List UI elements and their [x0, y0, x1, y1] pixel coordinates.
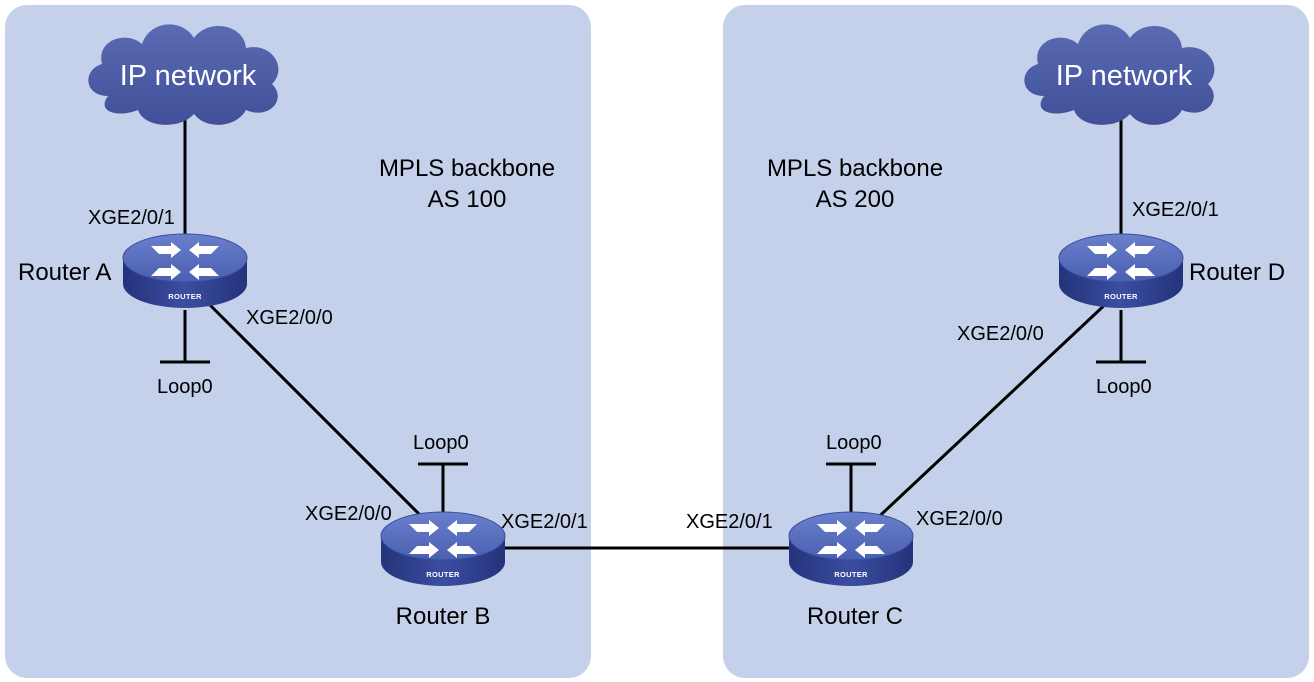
links: [183, 100, 1123, 550]
cloud-left-label: IP network: [120, 60, 257, 92]
router-a-if-up: XGE2/0/1: [88, 207, 175, 229]
router-b-loop: Loop0: [413, 432, 469, 454]
router-icon: ROUTER: [380, 511, 506, 587]
router-d-name: Router D: [1189, 259, 1285, 286]
as100-line2: AS 100: [428, 186, 507, 213]
as200-line2: AS 200: [816, 186, 895, 213]
router-d-if-up: XGE2/0/1: [1132, 199, 1219, 221]
loopback-icon: [418, 462, 468, 515]
router-b-tag: ROUTER: [426, 570, 460, 579]
cloud-right-label: IP network: [1056, 60, 1193, 92]
loopback-icon: [826, 462, 876, 515]
router-icon: ROUTER: [122, 233, 248, 309]
router-d-if-down: XGE2/0/0: [957, 323, 1044, 345]
router-c-if-right: XGE2/0/0: [916, 508, 1003, 530]
as100-line1: MPLS backbone: [379, 155, 555, 182]
router-a-if-down: XGE2/0/0: [246, 307, 333, 329]
loopback-icon: [160, 310, 210, 364]
router-c-tag: ROUTER: [834, 570, 868, 579]
router-a-name: Router A: [18, 259, 111, 286]
as200-panel: [723, 5, 1309, 678]
loopbacks: [160, 310, 1146, 515]
router-d-loop: Loop0: [1096, 376, 1152, 398]
loopback-icon: [1096, 310, 1146, 364]
router-b-name: Router B: [396, 603, 491, 630]
router-c-if-left: XGE2/0/1: [686, 511, 773, 533]
router-c-name: Router C: [807, 603, 903, 630]
router-a-loop: Loop0: [157, 376, 213, 398]
router-b-if-left: XGE2/0/0: [305, 503, 392, 525]
router-a-tag: ROUTER: [168, 292, 202, 301]
link-router-a-router-b: [203, 298, 432, 527]
as100-panel: [5, 5, 591, 678]
router-icon: ROUTER: [1058, 233, 1184, 309]
router-b-if-right: XGE2/0/1: [501, 511, 588, 533]
router-icon: ROUTER: [788, 511, 914, 587]
router-d-tag: ROUTER: [1104, 292, 1138, 301]
router-c-loop: Loop0: [826, 432, 882, 454]
as200-line1: MPLS backbone: [767, 155, 943, 182]
link-router-c-router-d: [868, 298, 1112, 527]
